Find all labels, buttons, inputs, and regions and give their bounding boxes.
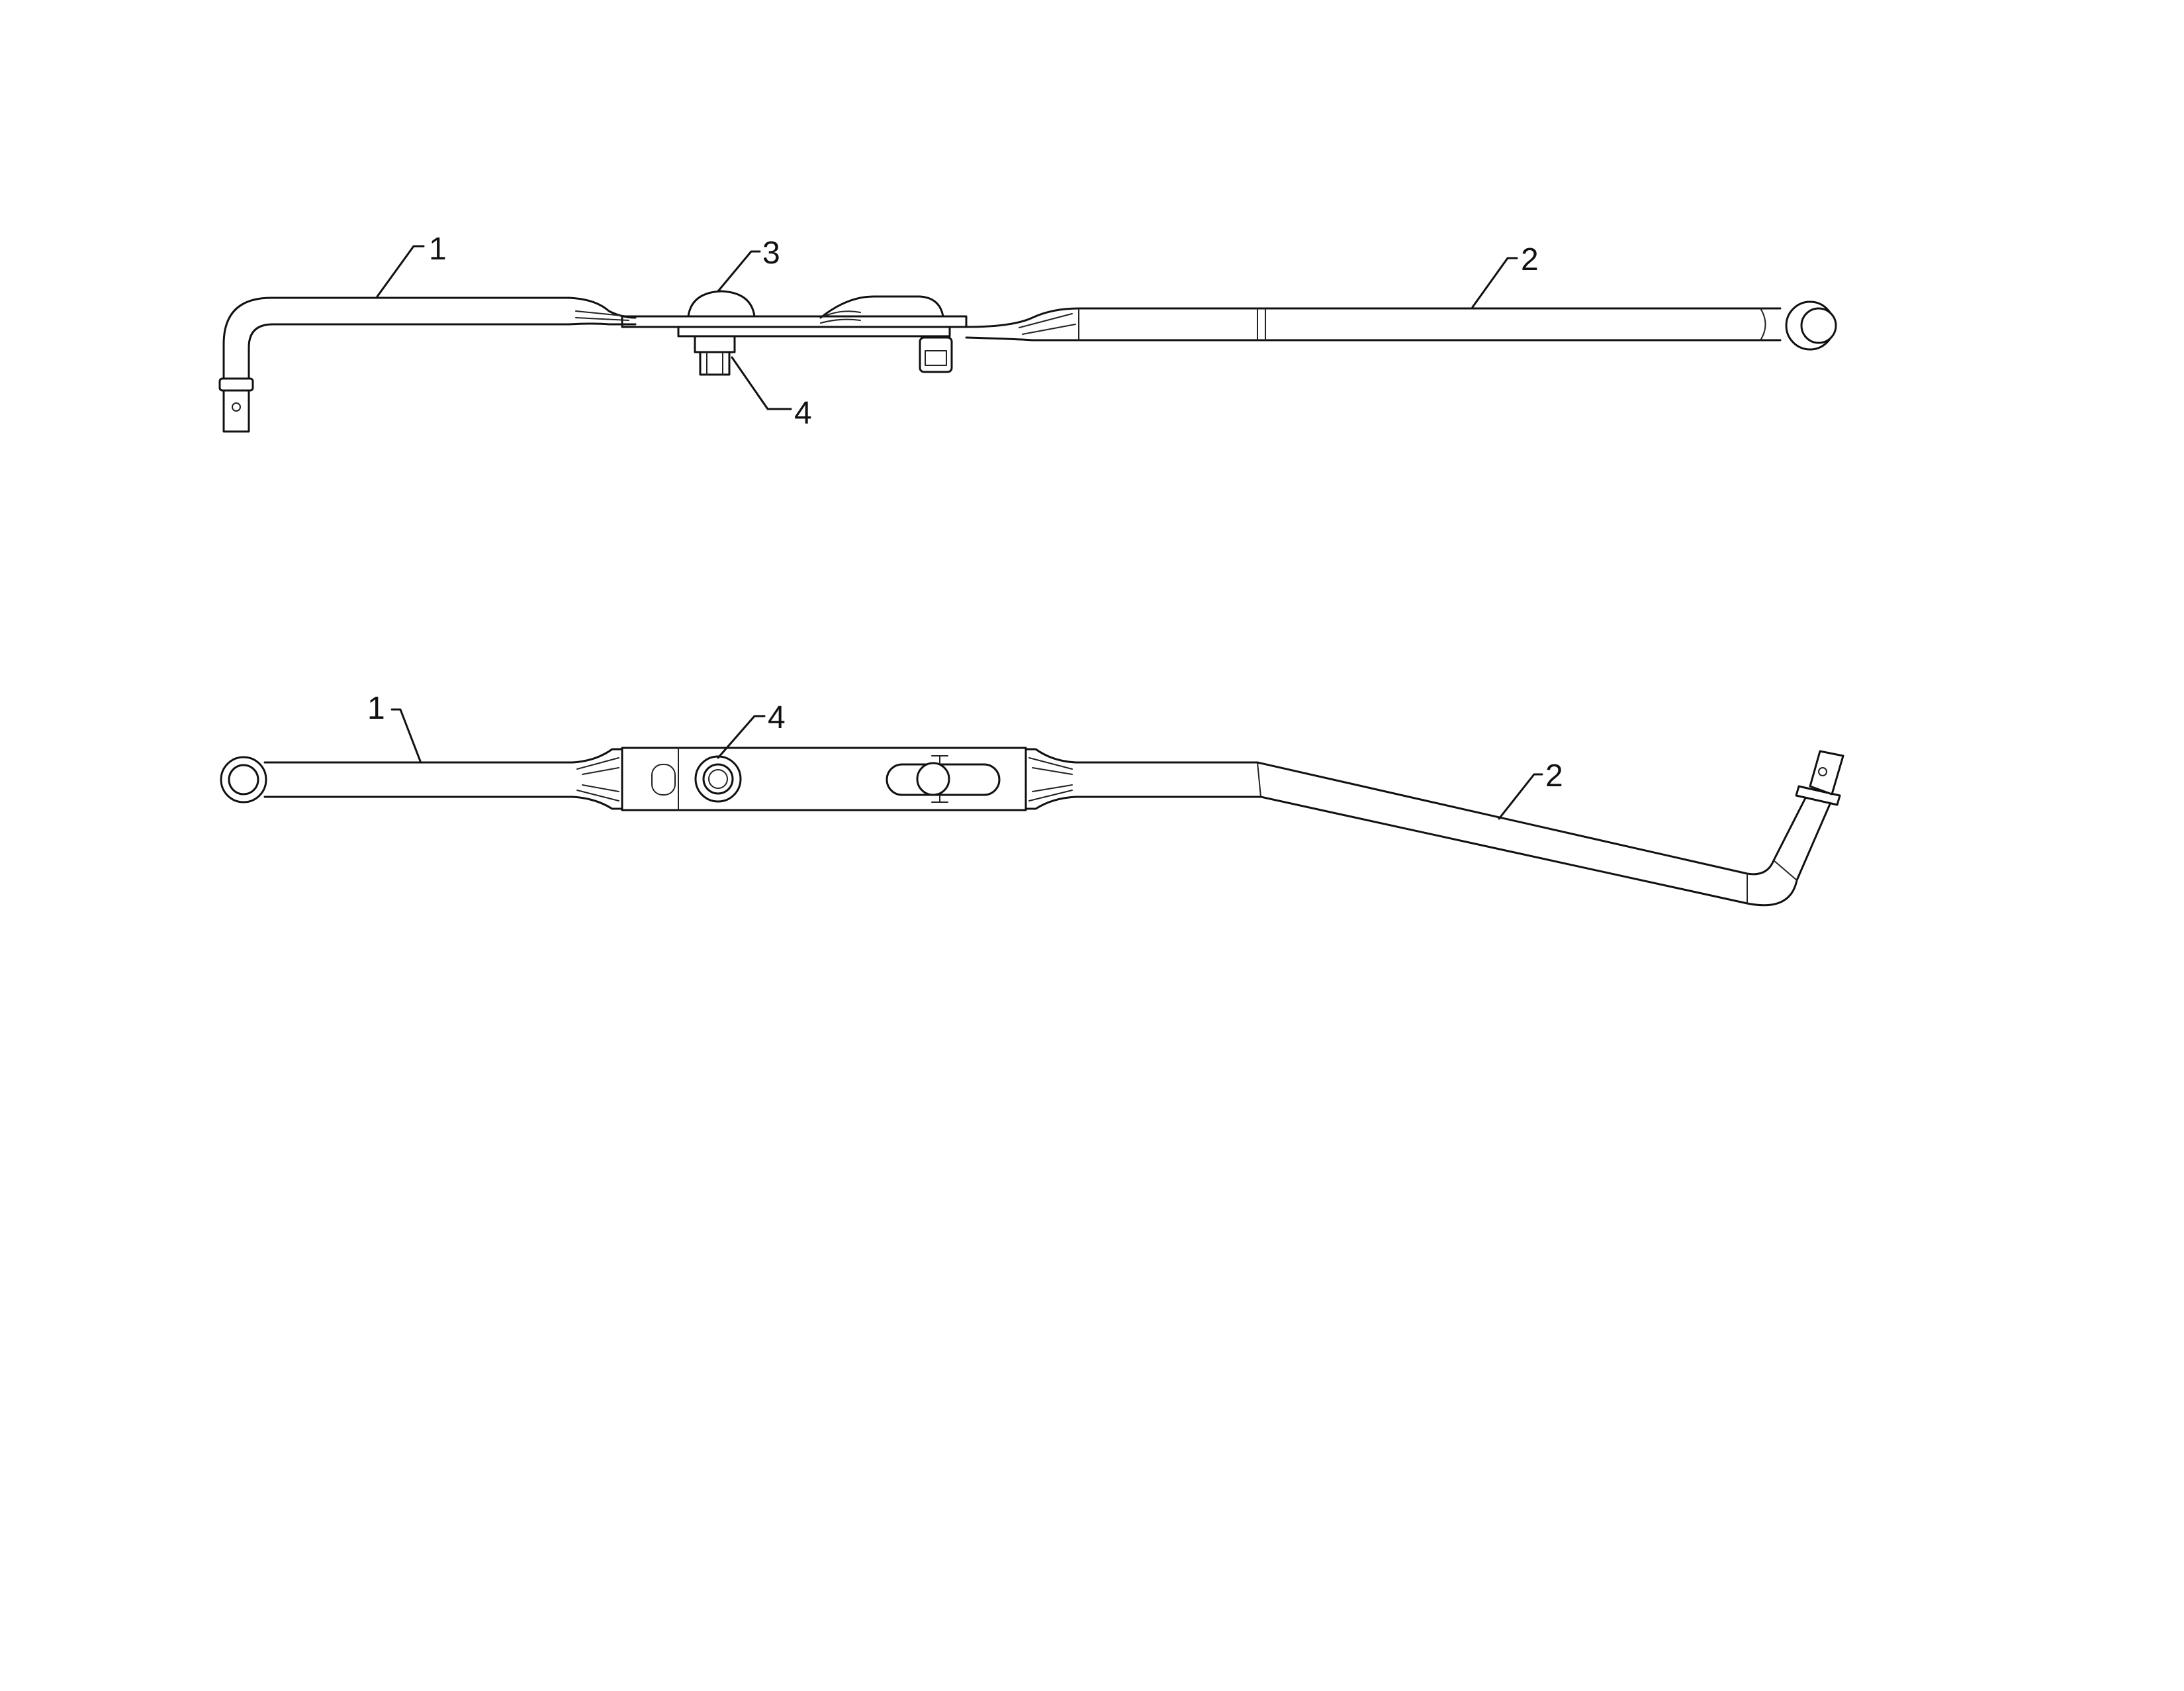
part-1-rod-side bbox=[218, 297, 637, 433]
callout-4-label: 4 bbox=[768, 700, 786, 735]
side-view: 1 2 3 4 bbox=[218, 232, 1837, 433]
callout-2-label: 2 bbox=[1545, 758, 1563, 794]
callout-1-label: 1 bbox=[429, 232, 447, 267]
callout-3-label: 3 bbox=[762, 236, 780, 271]
center-body-top bbox=[621, 747, 1027, 811]
callout-4-side: 4 bbox=[731, 356, 812, 431]
center-bar-side bbox=[621, 290, 968, 376]
top-view: 1 4 2 bbox=[220, 691, 1844, 907]
callout-1-label: 1 bbox=[367, 691, 385, 726]
callout-4-label: 4 bbox=[794, 396, 812, 431]
callout-2-side: 2 bbox=[1471, 242, 1539, 308]
callout-3-side: 3 bbox=[717, 236, 780, 293]
callout-4-top: 4 bbox=[717, 700, 786, 759]
callout-2-top: 2 bbox=[1498, 758, 1563, 820]
part-2-rod-side bbox=[965, 300, 1837, 351]
part-2-rod-top bbox=[1024, 748, 1844, 907]
part-1-rod-top bbox=[220, 748, 623, 810]
callout-1-top: 1 bbox=[367, 691, 422, 762]
callout-2-label: 2 bbox=[1521, 242, 1539, 277]
callout-1-side: 1 bbox=[376, 232, 447, 298]
